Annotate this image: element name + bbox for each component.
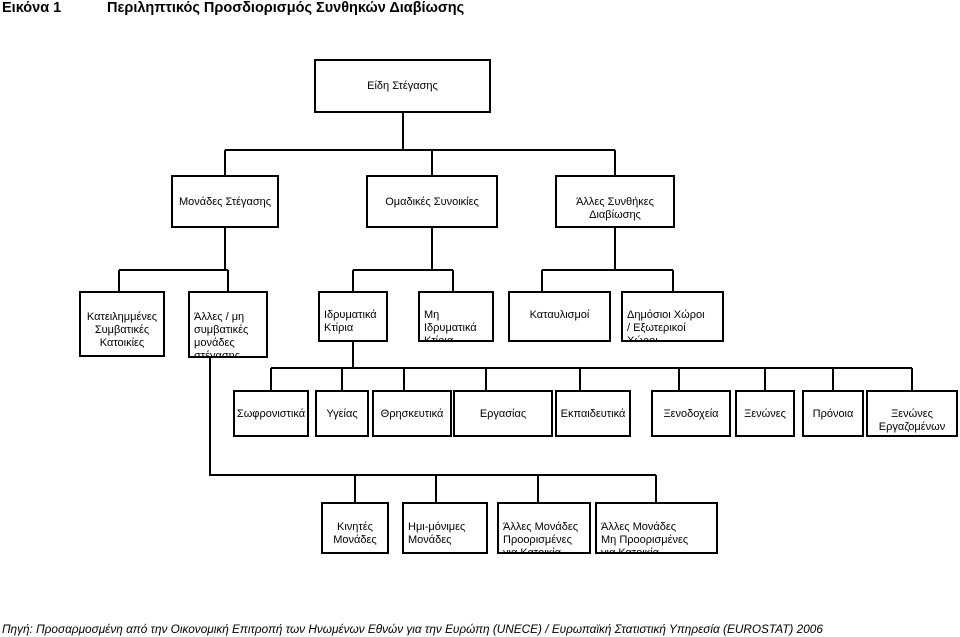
- level2-box-non-conventional: Άλλες / μη συμβατικές μονάδες στέγασης: [188, 291, 268, 358]
- level1-label: Ομαδικές Συνοικίες: [385, 196, 479, 208]
- level3-label: Ξενώνες: [744, 408, 786, 420]
- level3-box-health: Υγείας: [315, 390, 369, 437]
- level1-box-other-living: Άλλες Συνθήκες Διαβίωσης: [555, 175, 675, 228]
- level2-box-camps: Καταυλισμοί: [508, 291, 611, 342]
- level3-box-hostels: Ξενώνες: [735, 390, 795, 437]
- level4-box-mobile: Κινητές Μονάδες: [321, 502, 389, 554]
- level3-label: Ξενοδοχεία: [663, 408, 719, 420]
- level2-label: Άλλες / μη συμβατικές μονάδες στέγασης: [194, 311, 249, 358]
- level3-label: Πρόνοια: [812, 408, 854, 420]
- level4-label: Άλλες Μονάδες Προορισμένες για Κατοικία: [503, 521, 579, 554]
- level4-box-other-intended: Άλλες Μονάδες Προορισμένες για Κατοικία: [497, 502, 591, 554]
- level3-label: Εκπαιδευτικά: [560, 408, 626, 420]
- level3-box-worker-hostels: Ξενώνες Εργαζομένων: [866, 390, 958, 437]
- level2-label: Καταυλισμοί: [529, 309, 590, 321]
- level1-box-housing-units: Μονάδες Στέγασης: [171, 175, 279, 228]
- level3-label: Θρησκευτικά: [380, 408, 444, 420]
- level3-box-educational: Εκπαιδευτικά: [555, 390, 631, 437]
- level3-box-religious: Θρησκευτικά: [372, 390, 452, 437]
- root-label: Είδη Στέγασης: [367, 79, 438, 92]
- root-box: Είδη Στέγασης: [314, 59, 491, 113]
- level2-box-public-spaces: Δημόσιοι Χώροι / Εξωτερικοί Χώροι: [621, 291, 724, 342]
- figure-title: Περιληπτικός Προσδιορισμός Συνθηκών Διαβ…: [107, 0, 465, 16]
- level3-label: Ξενώνες Εργαζομένων: [878, 408, 946, 433]
- level3-label: Εργασίας: [479, 408, 527, 420]
- level2-label: Μη Ιδρυματικά Κτίρια: [424, 309, 477, 342]
- level4-label: Ημι-μόνιμες Μονάδες: [408, 521, 466, 546]
- level2-label: Κατειλημμένες Συμβατικές Κατοικίες: [86, 311, 158, 349]
- source-note: Πηγή: Προσαρμοσμένη από την Οικονομική Ε…: [2, 622, 823, 636]
- level3-box-hotels: Ξενοδοχεία: [651, 390, 731, 437]
- level1-box-collective-quarters: Ομαδικές Συνοικίες: [366, 175, 498, 228]
- level2-box-institutional: Ιδρυματικά Κτίρια: [318, 291, 388, 342]
- level4-box-other-not-intended: Άλλες Μονάδες Μη Προορισμένες για Κατοικ…: [595, 502, 718, 554]
- level3-label: Υγείας: [326, 408, 358, 420]
- level3-box-correctional: Σωφρονιστικά: [233, 390, 309, 437]
- level1-label: Μονάδες Στέγασης: [178, 196, 272, 208]
- level4-label: Άλλες Μονάδες Μη Προορισμένες για Κατοικ…: [601, 521, 689, 554]
- level2-label: Δημόσιοι Χώροι / Εξωτερικοί Χώροι: [627, 309, 705, 342]
- level3-box-welfare: Πρόνοια: [802, 390, 864, 437]
- level2-label: Ιδρυματικά Κτίρια: [324, 309, 377, 334]
- level1-label: Άλλες Συνθήκες Διαβίωσης: [576, 196, 654, 221]
- level2-box-conventional: Κατειλημμένες Συμβατικές Κατοικίες: [79, 291, 165, 357]
- level3-box-work: Εργασίας: [453, 390, 553, 437]
- figure-label: Εικόνα 1: [2, 0, 62, 16]
- level3-label: Σωφρονιστικά: [236, 408, 306, 420]
- level2-box-non-institutional: Μη Ιδρυματικά Κτίρια: [418, 291, 494, 342]
- level4-label: Κινητές Μονάδες: [333, 521, 377, 546]
- level4-box-semi-permanent: Ημι-μόνιμες Μονάδες: [402, 502, 488, 554]
